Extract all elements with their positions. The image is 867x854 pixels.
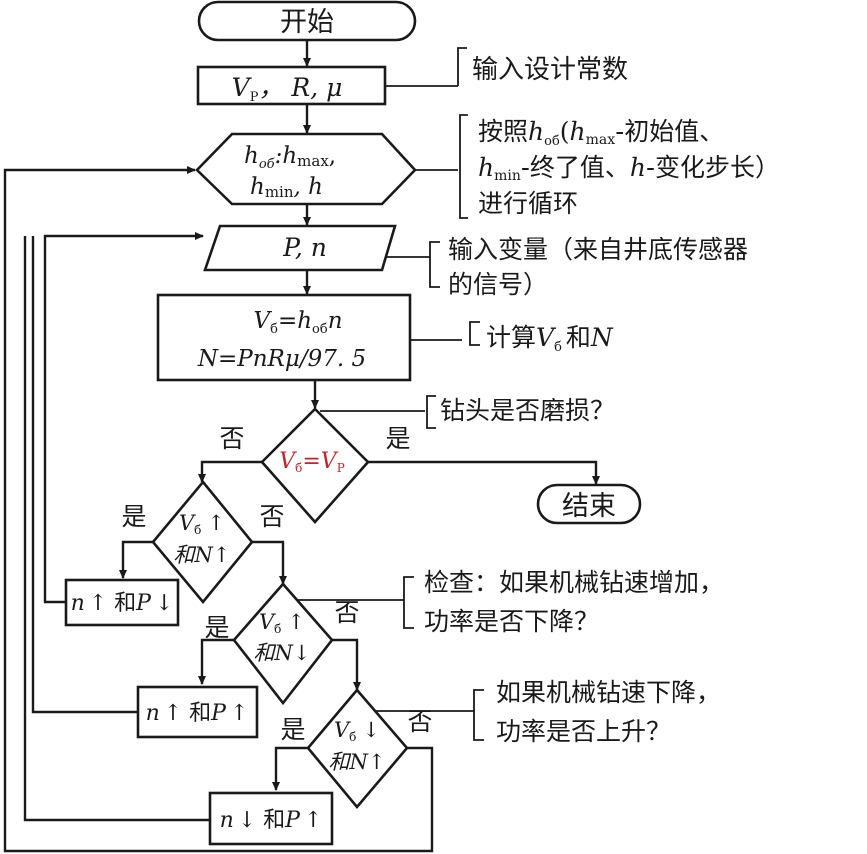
end-terminator bbox=[536, 483, 642, 525]
note-speed-down-line2: 功率是否上升？ bbox=[496, 717, 671, 746]
note-bracket-3 bbox=[429, 241, 440, 288]
dec3-yes-label: 是 bbox=[204, 613, 229, 642]
edge-act3-back bbox=[23, 236, 210, 822]
action-box-2 bbox=[136, 685, 259, 739]
action-3-label: n↓ 和P↑ bbox=[220, 808, 323, 833]
decision-2-line1: Vб↑ bbox=[179, 511, 225, 537]
edge-dec2-no bbox=[252, 540, 287, 585]
edge-dec4-no-loop bbox=[3, 166, 434, 853]
note-loop-line3: 进行循环 bbox=[478, 189, 578, 218]
input-variables-parallelogram bbox=[203, 224, 397, 272]
decision-speed-up-power-up bbox=[151, 479, 254, 605]
edge-dec1-no bbox=[198, 460, 262, 483]
note-input-vars-line1: 输入变量（来自井底传感器 bbox=[448, 235, 748, 264]
dec4-yes-label: 是 bbox=[280, 715, 305, 744]
compute-line2: N=PnRμ/97. 5 bbox=[197, 346, 366, 372]
loop-hexagon bbox=[195, 132, 417, 206]
compute-box bbox=[156, 293, 412, 382]
decision-wear-label: Vб=VP bbox=[279, 449, 345, 475]
decision-4-line1: Vб↓ bbox=[334, 718, 380, 744]
action-box-1 bbox=[64, 578, 180, 627]
dec2-no-label: 否 bbox=[259, 502, 284, 531]
note-input-vars-line2: 的信号） bbox=[448, 270, 548, 299]
note-wear: 钻头是否磨损？ bbox=[440, 396, 615, 425]
action-2-label: n↑ 和P↑ bbox=[146, 701, 249, 726]
dec4-no-label: 否 bbox=[407, 707, 432, 736]
note-bracket-4 bbox=[469, 321, 480, 346]
edge-dec3-yes bbox=[198, 638, 234, 685]
note-check-line1: 检查：如果机械钻速增加， bbox=[424, 568, 724, 597]
edge-dec2-yes bbox=[119, 540, 153, 579]
edge-dec3-no bbox=[332, 638, 361, 691]
note-check-line2: 功率是否下降？ bbox=[424, 607, 599, 636]
edge-act1-back bbox=[43, 232, 204, 604]
loop-label-line1: hоб:hmax, bbox=[244, 143, 336, 172]
start-terminator bbox=[197, 0, 417, 42]
edge-dec1-yes bbox=[368, 460, 600, 485]
dec2-yes-label: 是 bbox=[121, 502, 146, 531]
decision-3-line1: Vб↑ bbox=[259, 610, 305, 636]
note-bracket-7 bbox=[473, 689, 484, 741]
decision-2-line2: 和N↑ bbox=[174, 543, 231, 567]
note-bracket-5 bbox=[426, 395, 436, 429]
edge-dec4-yes bbox=[272, 746, 308, 791]
dec3-no-label: 否 bbox=[334, 598, 359, 627]
input-constants-label: VP， R, μ bbox=[232, 73, 343, 105]
decision-4-line2: 和N↑ bbox=[329, 750, 386, 774]
note-design-constants: 输入设计常数 bbox=[472, 55, 628, 85]
decision-speed-down-power-up bbox=[306, 687, 409, 810]
note-loop-line2: hmin-终了值、h-变化步长） bbox=[478, 153, 780, 184]
note-loop-line1: 按照hоб(hmax-初始值、 bbox=[478, 117, 724, 149]
edge-act2-back bbox=[31, 236, 138, 714]
dec1-no-label: 否 bbox=[219, 424, 244, 453]
compute-line1: Vб=hобn bbox=[253, 308, 342, 337]
note-bracket-1 bbox=[457, 47, 467, 86]
action-1-label: n↑ 和P↓ bbox=[71, 591, 174, 616]
input-variables-label: P, n bbox=[282, 233, 327, 262]
decision-wear bbox=[260, 407, 370, 524]
input-constants-box bbox=[196, 65, 387, 106]
end-label: 结束 bbox=[562, 491, 616, 522]
decision-speed-up-power-down bbox=[232, 582, 334, 706]
decision-3-line2: 和N↓ bbox=[254, 641, 311, 665]
action-box-3 bbox=[208, 791, 334, 846]
note-bracket-6 bbox=[403, 576, 414, 629]
loop-label-line2: hmin, h bbox=[250, 174, 323, 201]
note-bracket-2 bbox=[459, 114, 468, 219]
dec1-yes-label: 是 bbox=[385, 424, 410, 453]
start-label: 开始 bbox=[280, 7, 334, 38]
note-speed-down-line1: 如果机械钻速下降， bbox=[496, 678, 721, 707]
